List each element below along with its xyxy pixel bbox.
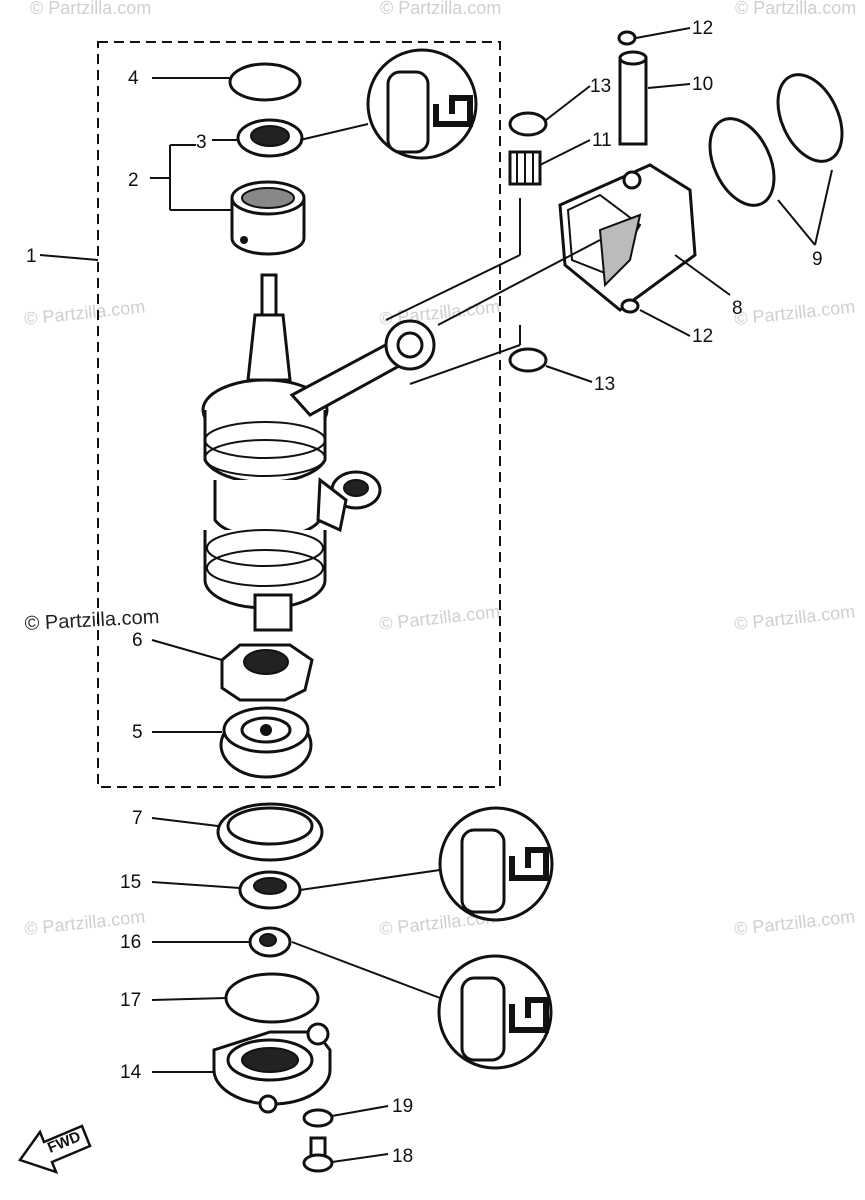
washer-19 xyxy=(302,1108,334,1128)
callout-6: 6 xyxy=(132,630,143,651)
watermark: © Partzilla.com xyxy=(23,296,146,329)
seal-detail-callout-middle xyxy=(299,806,554,922)
watermark: © Partzilla.com xyxy=(380,0,501,18)
callout-17: 17 xyxy=(120,990,141,1011)
watermark: © Partzilla.com xyxy=(733,906,856,939)
oil-seal-15 xyxy=(238,870,302,910)
callout-16: 16 xyxy=(120,932,141,953)
callout-18: 18 xyxy=(392,1146,413,1167)
clip-12-top xyxy=(617,30,637,46)
bearing-housing-14 xyxy=(212,1022,332,1114)
callout-12-bottom: 12 xyxy=(692,326,713,347)
o-ring-4 xyxy=(228,62,302,102)
callout-9: 9 xyxy=(812,249,823,270)
callout-5: 5 xyxy=(132,722,143,743)
seal-detail-callout-top xyxy=(299,48,478,160)
seal-detail-callout-lower xyxy=(291,941,553,1070)
callout-13-bottom: 13 xyxy=(594,374,615,395)
callout-19: 19 xyxy=(392,1096,413,1117)
ring-7 xyxy=(216,802,324,862)
watermark: © Partzilla.com xyxy=(735,0,856,18)
piston-rings-9 xyxy=(708,73,844,207)
oil-seal-16 xyxy=(248,926,292,958)
watermark: © Partzilla.com xyxy=(30,0,151,18)
callout-7: 7 xyxy=(132,808,143,829)
connecting-rod xyxy=(289,319,436,417)
piston-pin-10 xyxy=(618,50,648,146)
leader-lines xyxy=(39,27,833,1163)
callout-15: 15 xyxy=(120,872,141,893)
callout-labels: 1 2 3 4 5 6 7 8 9 10 11 12 12 13 13 14 1… xyxy=(26,18,823,1167)
piston-8 xyxy=(558,163,697,312)
washer-13-top xyxy=(508,111,548,137)
forward-arrow-icon: FWD xyxy=(17,1124,92,1175)
callout-3: 3 xyxy=(196,132,207,153)
callout-10: 10 xyxy=(692,74,713,95)
washer-13-bottom xyxy=(508,347,548,373)
callout-1: 1 xyxy=(26,246,37,267)
callout-14: 14 xyxy=(120,1062,142,1083)
crankshaft xyxy=(201,273,382,632)
o-ring-17 xyxy=(224,972,320,1024)
callout-12-top: 12 xyxy=(692,18,713,39)
watermark: © Partzilla.com xyxy=(733,601,856,634)
bolt-18 xyxy=(302,1136,334,1173)
callout-2: 2 xyxy=(128,170,139,191)
ball-bearing-5 xyxy=(219,706,313,779)
needle-bearing-11 xyxy=(508,150,542,186)
watermark: © Partzilla.com xyxy=(733,296,856,329)
bearing-sleeve-2 xyxy=(230,180,306,256)
clip-12-bottom xyxy=(620,298,640,314)
callout-8: 8 xyxy=(732,298,743,319)
callout-11: 11 xyxy=(592,130,612,151)
callout-13-top: 13 xyxy=(590,76,611,97)
labyrinth-seal-6 xyxy=(220,643,314,702)
assembly-dashed-box xyxy=(97,41,501,788)
oil-seal-3 xyxy=(236,118,304,158)
watermark: © Partzilla.com xyxy=(378,601,501,634)
callout-4: 4 xyxy=(128,68,139,89)
